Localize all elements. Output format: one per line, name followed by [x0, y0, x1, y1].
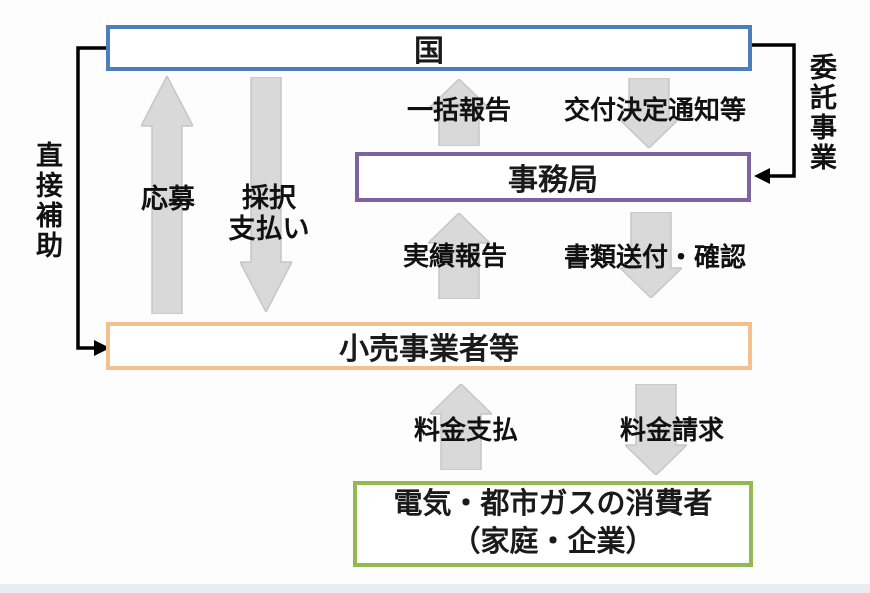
- direct-subsidy-label: 直接補助: [32, 141, 62, 261]
- fee-billing-down-arrow-icon: [625, 384, 687, 475]
- fee-payment-up-arrow-icon: [430, 384, 492, 470]
- left-arrowhead-icon: [754, 168, 770, 184]
- results-report-up-arrow-icon: [428, 213, 490, 299]
- adoption-payment-flow-label: 採択 支払い: [204, 183, 334, 245]
- adoption-payment-down-arrow-icon: [240, 77, 292, 312]
- consumers-label-line2: （家庭・企業）: [451, 526, 655, 558]
- batch-report-flow-label: 一括報告: [406, 95, 511, 125]
- national-government-label: 国: [414, 35, 444, 68]
- results-report-flow-label: 実績報告: [402, 241, 507, 271]
- documents-send-down-arrow-icon: [620, 212, 682, 298]
- payment-line: 支払い: [228, 214, 310, 245]
- grant-decision-down-arrow-icon: [618, 78, 680, 148]
- retailers-box: 小売事業者等: [106, 322, 752, 370]
- direct-subsidy-connector-line: [76, 46, 112, 350]
- batch-report-up-arrow-icon: [428, 79, 490, 146]
- fee-payment-flow-label: 料金支払: [413, 415, 518, 445]
- documents-send-flow-label: 書類送付・確認: [563, 242, 746, 272]
- bottom-band: [0, 584, 870, 593]
- consumers-label-line1: 電気・都市ガスの消費者: [393, 488, 713, 521]
- fee-billing-flow-label: 料金請求: [619, 415, 724, 445]
- secretariat-label: 事務局: [508, 164, 598, 197]
- entrusted-business-label: 委託事業: [806, 53, 836, 173]
- adoption-line: 採択: [242, 183, 296, 213]
- secretariat-box: 事務局: [355, 152, 751, 202]
- apply-flow-label: 応募: [141, 184, 195, 214]
- grant-decision-flow-label: 交付決定通知等: [563, 95, 746, 125]
- consumers-box: 電気・都市ガスの消費者 （家庭・企業）: [353, 481, 753, 567]
- apply-up-arrow-icon: [141, 76, 193, 314]
- national-government-box: 国: [106, 25, 752, 71]
- retailers-label: 小売事業者等: [339, 333, 519, 366]
